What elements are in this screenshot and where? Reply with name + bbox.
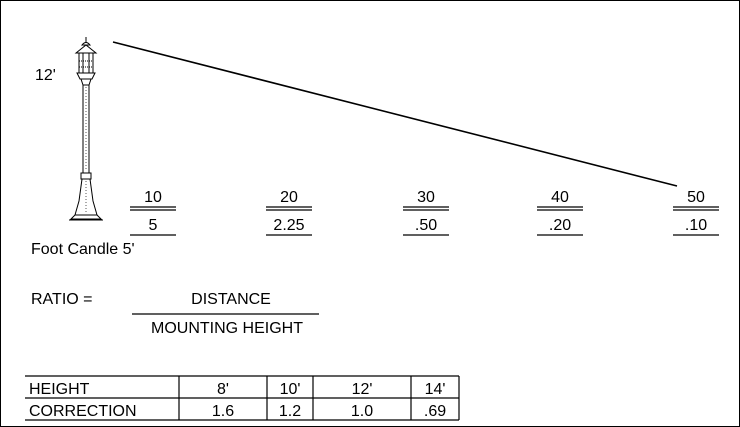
fraction-1: 10 5	[130, 189, 176, 236]
height-cell: 12'	[352, 381, 373, 398]
correction-cell: 1.6	[212, 403, 234, 420]
light-spread-line	[112, 41, 678, 187]
fraction-5: 50.10	[673, 189, 719, 236]
distance-value: 30	[417, 189, 435, 206]
fraction-3: 30.50	[403, 189, 449, 236]
correction-cell: 1.0	[351, 403, 373, 420]
lamp-post-icon	[69, 37, 103, 221]
fraction-2: 202.25	[266, 189, 312, 236]
footcandle-value: .10	[685, 217, 707, 234]
ratio-label: RATIO =	[31, 291, 93, 308]
distance-value: 50	[687, 189, 705, 206]
footcandle-value: 5	[149, 217, 158, 234]
footcandle-value: .50	[415, 217, 437, 234]
distance-value: 10	[144, 189, 162, 206]
footcandle-caption: Foot Candle 5'	[31, 241, 135, 258]
height-cell: 10'	[280, 381, 301, 398]
height-row-header: HEIGHT	[29, 381, 90, 398]
fraction-4: 40.20	[537, 189, 583, 236]
height-cell: 14'	[425, 381, 446, 398]
correction-table: HEIGHT CORRECTION 8' 10' 12' 14' 1.6 1.2 1.0 .6…	[25, 375, 460, 421]
distance-value: 20	[280, 189, 298, 206]
distance-value: 40	[551, 189, 569, 206]
correction-cell: .69	[424, 403, 446, 420]
footcandle-value: .20	[549, 217, 571, 234]
footcandle-value: 2.25	[273, 217, 304, 234]
ratio-denominator: MOUNTING HEIGHT	[151, 320, 303, 337]
correction-row-header: CORRECTION	[29, 403, 137, 420]
ratio-numerator: DISTANCE	[191, 291, 271, 308]
height-cell: 8'	[217, 381, 229, 398]
mounting-height-label: 12'	[35, 67, 56, 84]
correction-cell: 1.2	[279, 403, 301, 420]
